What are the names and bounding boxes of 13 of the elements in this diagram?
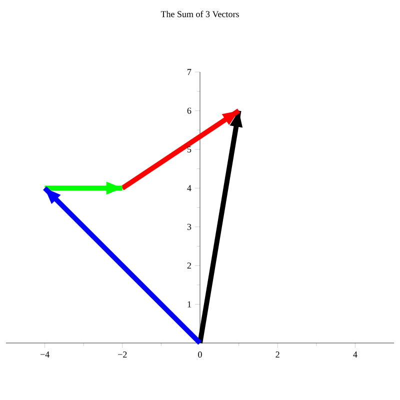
tick-label: 2 [187, 262, 191, 269]
tick-label: 0 [198, 352, 202, 358]
tick-label: 2 [276, 352, 280, 358]
tick-label: 6 [187, 108, 192, 114]
tick-label: 4 [353, 352, 358, 358]
tick-label: −4 [40, 352, 50, 358]
tick-label: 7 [188, 69, 192, 75]
tick-label: 1 [188, 301, 191, 308]
chart-title: The Sum of 3 Vectors [160, 10, 239, 18]
tick-label: −2 [118, 352, 127, 358]
tick-label: 3 [187, 224, 192, 230]
tick-label: 5 [187, 146, 192, 152]
tick-label: 4 [187, 185, 192, 192]
